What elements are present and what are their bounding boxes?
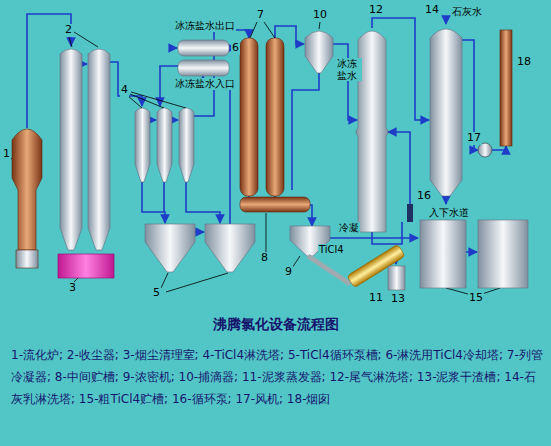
pipe-network xyxy=(186,182,220,223)
legend-key: 1-流化炉; 2-收尘器; 3-烟尘清理室; 4-TiCl4淋洗塔; 5-TiC… xyxy=(10,344,544,410)
dust-collectors xyxy=(88,49,110,250)
pipe-network xyxy=(333,44,357,120)
pipe-network xyxy=(388,132,410,204)
leader-lines xyxy=(250,22,275,38)
diagram-title: 沸腾氯化设备流程图 xyxy=(212,316,340,332)
chimney xyxy=(500,30,512,146)
crude-tanks xyxy=(420,220,466,288)
washing-towers xyxy=(135,108,194,182)
dust-collectors xyxy=(60,49,110,250)
pipe-network xyxy=(292,73,319,190)
tube-condensers xyxy=(240,38,284,196)
callout-label: 14 xyxy=(424,4,440,17)
leader-lines xyxy=(319,22,320,29)
callout-label: 8 xyxy=(260,252,269,265)
pipe-network xyxy=(163,182,165,212)
callout-label: 冰冻盐水 xyxy=(336,58,362,81)
pipe-network xyxy=(445,20,447,24)
dust-room xyxy=(58,254,114,278)
leader-lines xyxy=(10,22,500,294)
pipe-network xyxy=(195,231,204,233)
pump-tanks xyxy=(145,224,195,272)
pipe-network xyxy=(445,196,447,204)
callout-label: 10 xyxy=(312,9,328,22)
pump-tanks xyxy=(205,224,255,272)
pipe-network xyxy=(330,237,418,239)
pipe-network xyxy=(170,47,177,49)
callout-label: 12 xyxy=(368,4,384,17)
circulation-pump xyxy=(407,204,413,222)
leader-lines xyxy=(266,213,267,252)
drop-catcher xyxy=(305,31,333,73)
cooling-cylinders xyxy=(178,40,229,76)
fluidized-furnace xyxy=(12,129,42,268)
pipe-network xyxy=(110,62,142,106)
pipe-network xyxy=(466,251,477,253)
callout-label: 5 xyxy=(152,287,161,300)
pipe-network xyxy=(492,146,506,150)
cooling-cylinders xyxy=(178,60,229,76)
pipe-network xyxy=(150,119,156,121)
callout-label: 13 xyxy=(390,293,406,306)
leader-lines xyxy=(161,273,228,292)
tube-condensers xyxy=(266,38,284,196)
callout-label: 9 xyxy=(284,266,293,279)
cooling-cylinders xyxy=(178,40,229,56)
callout-label: 2 xyxy=(64,24,73,37)
callout-label: 冰冻盐水出口 xyxy=(174,20,236,32)
callout-label: 6 xyxy=(231,42,240,55)
washing-towers xyxy=(179,108,194,182)
callout-label: 冰冻盐水入口 xyxy=(174,78,236,90)
callout-label: 1 xyxy=(2,148,11,161)
callout-label: 入下水道 xyxy=(428,207,470,219)
callout-label: 7 xyxy=(256,9,265,22)
pump-tanks xyxy=(145,224,255,272)
dust-collectors xyxy=(60,49,82,250)
callout-label: 石灰水 xyxy=(451,6,483,18)
middle-tank xyxy=(240,197,310,212)
callout-label: 17 xyxy=(466,132,482,145)
pipe-network xyxy=(142,182,165,223)
crude-tanks xyxy=(478,220,528,288)
crude-tanks xyxy=(420,220,528,288)
pipe-network xyxy=(203,76,230,225)
lime-tower xyxy=(430,29,462,196)
pipe-network xyxy=(82,63,87,65)
tick-pipe xyxy=(308,256,350,284)
tube-condensers xyxy=(240,38,258,196)
fluidized-furnace xyxy=(12,129,42,250)
dry-slag-tank xyxy=(388,266,405,290)
callout-label: 18 xyxy=(516,56,532,69)
pipe-network xyxy=(172,119,178,121)
callout-label: 11 xyxy=(368,292,384,305)
leader-lines xyxy=(292,256,300,268)
leader-lines xyxy=(69,32,98,47)
callout-label: 4 xyxy=(120,84,129,97)
callout-label: 冷凝 xyxy=(338,222,360,234)
washing-towers xyxy=(157,108,172,182)
callout-label: 15 xyxy=(468,292,484,305)
leader-lines xyxy=(128,92,186,108)
fan xyxy=(478,143,492,157)
callout-label: TiCl4 xyxy=(318,244,345,256)
callout-label: 3 xyxy=(68,282,77,295)
washing-towers xyxy=(135,108,150,182)
fluidized-furnace xyxy=(16,250,38,268)
callout-label: 16 xyxy=(416,190,432,203)
